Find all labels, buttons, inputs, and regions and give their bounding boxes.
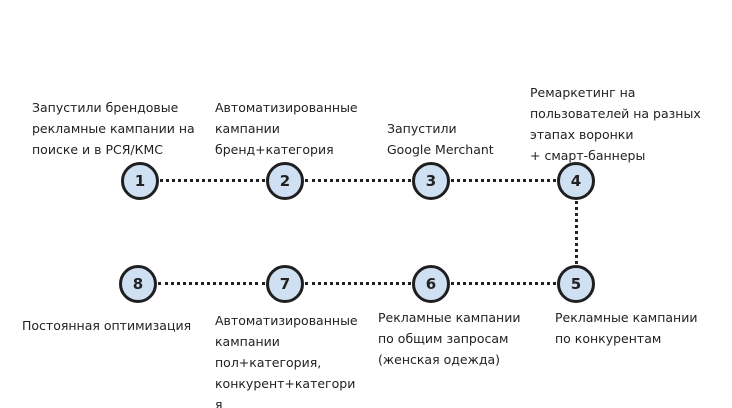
connector-4-5 bbox=[575, 201, 578, 264]
step-3-label: Запустили Google Merchant bbox=[387, 121, 494, 157]
connector-7-8 bbox=[158, 282, 265, 285]
step-2-label: Автоматизированные кампании бренд+катего… bbox=[215, 100, 358, 157]
step-4-circle: 4 bbox=[557, 162, 595, 200]
connector-6-7 bbox=[305, 282, 411, 285]
step-7-label: Автоматизированные кампании пол+категори… bbox=[215, 313, 358, 408]
step-5-label: Рекламные кампании по конкурентам bbox=[555, 310, 698, 346]
step-1-label: Запустили брендовые рекламные кампании н… bbox=[32, 100, 195, 157]
step-6-label: Рекламные кампании по общим запросам (же… bbox=[378, 310, 521, 367]
step-7-circle: 7 bbox=[266, 265, 304, 303]
step-8-circle: 8 bbox=[119, 265, 157, 303]
step-5-circle: 5 bbox=[557, 265, 595, 303]
step-1-circle: 1 bbox=[121, 162, 159, 200]
step-8-label: Постоянная оптимизация bbox=[22, 318, 192, 333]
connector-5-6 bbox=[451, 282, 556, 285]
connector-2-3 bbox=[305, 179, 411, 182]
step-6-circle: 6 bbox=[412, 265, 450, 303]
connector-1-2 bbox=[160, 179, 265, 182]
connector-3-4 bbox=[451, 179, 556, 182]
step-3-circle: 3 bbox=[412, 162, 450, 200]
step-2-circle: 2 bbox=[266, 162, 304, 200]
step-4-label: Ремаркетинг на пользователей на разных э… bbox=[530, 85, 701, 163]
